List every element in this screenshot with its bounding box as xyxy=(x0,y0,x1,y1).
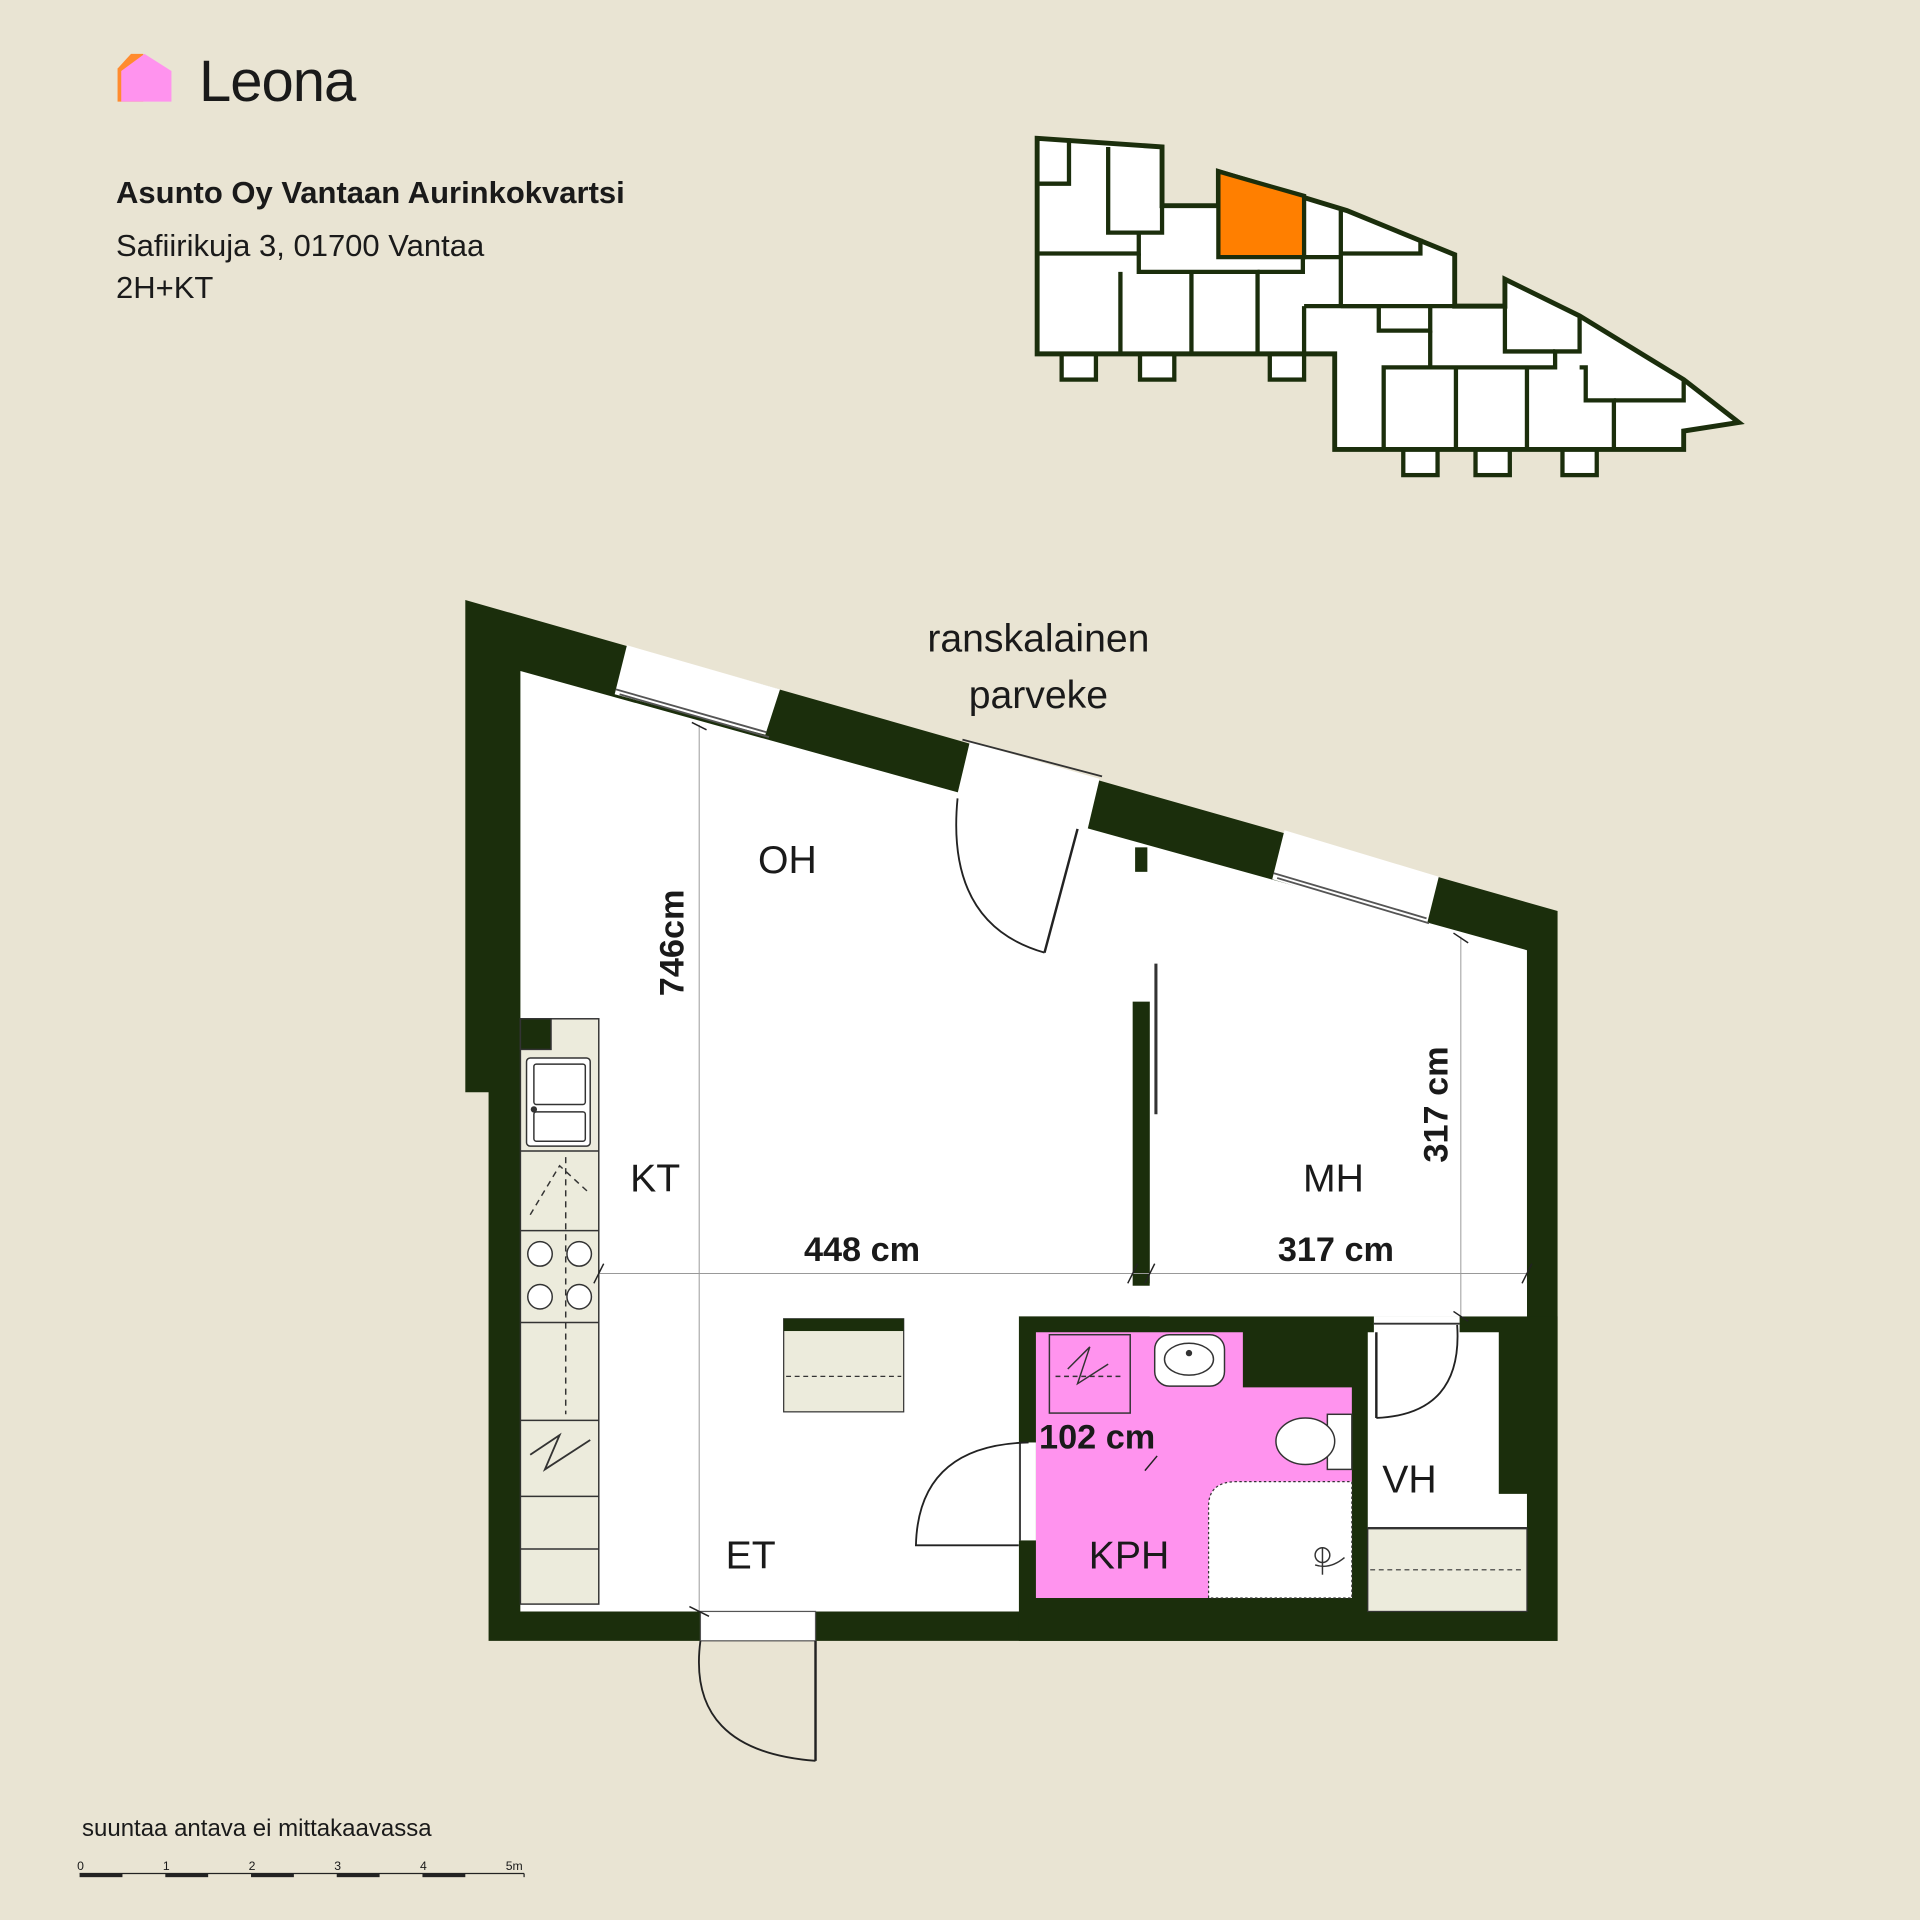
property-title: Asunto Oy Vantaan Aurinkokvartsi xyxy=(116,175,625,210)
fridge-icon xyxy=(529,1432,591,1472)
scale-bar: 0 1 2 3 4 5m xyxy=(77,1859,525,1878)
balcony-label: ranskalainen xyxy=(927,617,1149,660)
closet-shelf xyxy=(1367,1526,1528,1613)
apartment-plan: OH KT MH ET KPH VH ranskalainen parveke … xyxy=(465,600,1558,1762)
dimension-label: 102 cm xyxy=(1039,1419,1155,1457)
window xyxy=(1272,830,1439,926)
room-label-et: ET xyxy=(726,1535,776,1578)
entrance-door xyxy=(698,1610,817,1762)
closet-door xyxy=(1373,1316,1460,1419)
sink-icon xyxy=(525,1057,591,1147)
washing-machine-icon xyxy=(1048,1333,1131,1414)
balcony-door xyxy=(955,738,1103,954)
toilet-icon xyxy=(1275,1413,1353,1471)
room-label-vh: VH xyxy=(1382,1459,1436,1502)
scale-note: suuntaa antava ei mittakaavassa xyxy=(82,1815,432,1842)
bathroom-door xyxy=(914,1441,1036,1547)
stove-icon xyxy=(527,1240,593,1310)
balcony-label: parveke xyxy=(969,674,1108,717)
dimension-label: 448 cm xyxy=(804,1231,920,1269)
dimension-label: 746cm xyxy=(653,890,691,997)
dimension-label: 317 cm xyxy=(1278,1231,1394,1269)
scale-tick: 2 xyxy=(249,1859,256,1873)
dishwasher-icon xyxy=(529,1164,591,1216)
house-logo-icon xyxy=(117,53,172,102)
apartment-type: 2H+KT xyxy=(116,270,214,305)
shower-icon xyxy=(1314,1547,1345,1575)
hall-cabinet xyxy=(783,1318,905,1413)
interior-wall xyxy=(1132,1001,1150,1286)
scale-tick: 1 xyxy=(163,1859,170,1873)
scale-tick: 4 xyxy=(420,1859,427,1873)
scale-tick: 3 xyxy=(334,1859,341,1873)
washbasin-icon xyxy=(1153,1333,1226,1387)
scale-tick: 0 xyxy=(77,1859,84,1873)
window xyxy=(614,645,781,739)
room-label-kt: KT xyxy=(630,1157,680,1200)
room-label-mh: MH xyxy=(1303,1157,1364,1200)
brand-name: Leona xyxy=(199,49,356,114)
key-plan xyxy=(1034,135,1745,478)
scale-tick: 5m xyxy=(506,1859,523,1873)
room-label-kph: KPH xyxy=(1089,1535,1170,1578)
room-label-oh: OH xyxy=(758,839,817,882)
property-address: Safiirikuja 3, 01700 Vantaa xyxy=(116,228,485,263)
dimension-lines xyxy=(593,721,1533,1617)
dimension-label: 317 cm xyxy=(1417,1046,1455,1162)
